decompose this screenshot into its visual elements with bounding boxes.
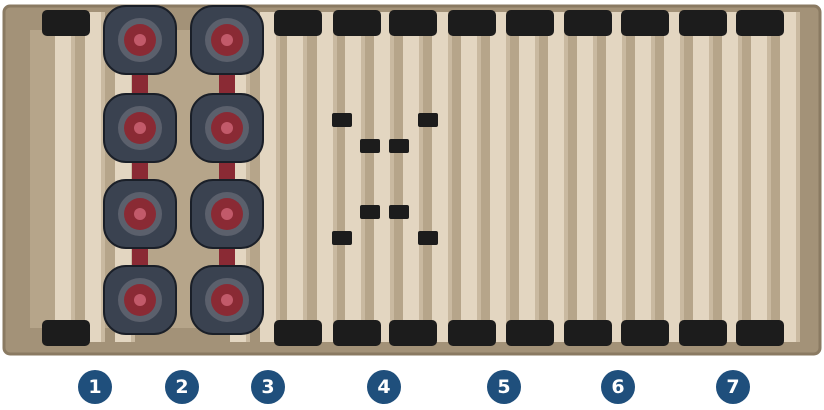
slat-shade [506,12,510,342]
zone-badge-5: 5 [487,370,521,404]
slat-cap-top [448,10,496,36]
slatted-bed-frame [0,0,824,360]
slat-cap-bottom [564,320,612,346]
slat-shade [709,12,713,342]
zone-badge-1: 1 [78,370,112,404]
slat-shade [593,12,597,342]
spring-center [134,294,146,306]
spring-center [221,208,233,220]
slat-shade [767,12,771,342]
slat-shade [477,12,481,342]
bed-frame-illustration [0,0,824,360]
slat-cap-top [564,10,612,36]
slat-shade [680,12,684,342]
slat-shade [448,12,452,342]
zone-badge-2: 2 [165,370,199,404]
slat-shade [651,12,655,342]
slat-shade [303,12,307,342]
firmness-clip [360,205,380,219]
slat-cap-bottom [274,320,322,346]
slat-cap-top [621,10,669,36]
zone-badge-7: 7 [716,370,750,404]
slat-shade [535,12,539,342]
slat-cap-top [389,10,437,36]
slat-shade [796,12,800,342]
slat-cap-bottom [389,320,437,346]
slat-shade [622,12,626,342]
slat-shade [361,12,365,342]
slat-cap-bottom [333,320,381,346]
zone-badge-3: 3 [251,370,285,404]
firmness-clip [418,231,438,245]
slat-cap-top [506,10,554,36]
slat-cap-bottom [679,320,727,346]
spring-center [221,34,233,46]
slat-cap-top [333,10,381,36]
slat-cap-bottom [448,320,496,346]
spring-center [134,208,146,220]
slat-cap-top [274,10,322,36]
firmness-clip [389,205,409,219]
slat-shade [419,12,423,342]
zone-badge-4: 4 [367,370,401,404]
firmness-clip [389,139,409,153]
slat-shade [564,12,568,342]
spring-center [134,34,146,46]
slat-shade [390,12,394,342]
slat-cap-bottom [736,320,784,346]
spring-center [221,122,233,134]
slat-cap-top [679,10,727,36]
spring-center [221,294,233,306]
zone-badge-6: 6 [601,370,635,404]
slat-shade [333,12,337,342]
slat-cap-bottom [42,320,90,346]
slat-cap-top [42,10,90,36]
slat-shade [276,12,280,342]
firmness-clip [418,113,438,127]
slat-cap-top [736,10,784,36]
slat-shade [738,12,742,342]
slat-cap-bottom [621,320,669,346]
firmness-clip [332,231,352,245]
slat-cap-bottom [506,320,554,346]
firmness-clip [360,139,380,153]
spring-center [134,122,146,134]
slat-shade [71,12,75,342]
firmness-clip [332,113,352,127]
